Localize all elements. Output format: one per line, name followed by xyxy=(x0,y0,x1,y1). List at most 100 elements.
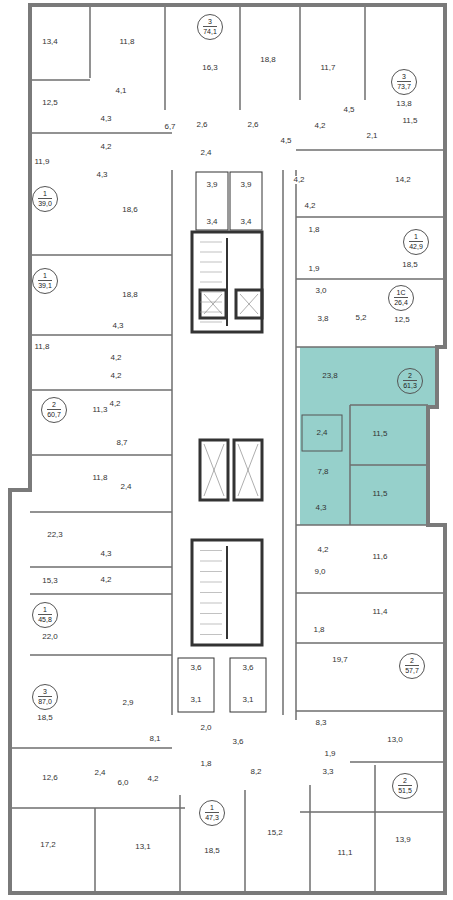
room-count: 1 xyxy=(43,190,47,198)
wall xyxy=(296,524,428,526)
room-area: 3,4 xyxy=(239,218,252,226)
stair-tread xyxy=(200,322,222,323)
room-count: 1 xyxy=(414,233,418,241)
outer-wall xyxy=(10,5,445,893)
room-area: 13,1 xyxy=(134,843,152,851)
wall xyxy=(299,5,301,100)
stair-tread xyxy=(200,252,222,253)
elevator-cross xyxy=(238,444,258,496)
wall xyxy=(296,216,445,218)
wall xyxy=(296,149,445,151)
room-area: 12,5 xyxy=(41,99,59,107)
apartment-badge: 260,7 xyxy=(41,397,67,423)
wall xyxy=(295,170,297,720)
apartment-badge: 142,9 xyxy=(403,229,429,255)
wall xyxy=(296,278,445,280)
apartment-area: 47,3 xyxy=(205,812,219,822)
room-area: 2,4 xyxy=(93,769,106,777)
wall xyxy=(89,5,91,78)
room-area: 4,2 xyxy=(109,372,122,380)
room-area: 4,5 xyxy=(279,137,292,145)
room-area: 18,8 xyxy=(259,56,277,64)
room-area: 3,0 xyxy=(314,287,327,295)
room-area: 16,3 xyxy=(201,64,219,72)
stair-tread xyxy=(200,272,222,273)
room-area: 8,3 xyxy=(314,719,327,727)
room-area: 8,1 xyxy=(148,735,161,743)
room-area: 18,8 xyxy=(121,291,139,299)
stair-outline xyxy=(192,232,262,332)
room-count: 3 xyxy=(208,18,212,26)
room-area: 2,4 xyxy=(199,149,212,157)
wall xyxy=(350,464,428,466)
room-area: 11,5 xyxy=(402,117,419,125)
stair-tread xyxy=(200,613,222,614)
wall xyxy=(30,593,172,595)
room-area: 1,8 xyxy=(312,626,325,634)
wall xyxy=(30,334,172,336)
room-area: 4,1 xyxy=(114,87,127,95)
room-area: 2,6 xyxy=(195,121,208,129)
wall xyxy=(30,389,172,391)
room-area: 4,5 xyxy=(342,106,355,114)
room-area: 18,5 xyxy=(401,261,419,269)
room-count: 2 xyxy=(52,401,56,409)
apartment-area: 57,7 xyxy=(405,665,419,675)
wall xyxy=(171,170,173,715)
room-area: 22,0 xyxy=(41,633,59,641)
elevator-outline xyxy=(236,290,262,318)
wall xyxy=(30,654,172,656)
apartment-area: 39,0 xyxy=(38,198,52,208)
elevator-outline xyxy=(234,440,262,500)
room-area: 3,4 xyxy=(205,218,218,226)
wall xyxy=(364,5,366,100)
elevator-cross xyxy=(204,294,222,314)
room-area: 5,2 xyxy=(354,314,367,322)
wall xyxy=(179,795,181,893)
room-area: 3,6 xyxy=(231,738,244,746)
apartment-area: 42,9 xyxy=(409,241,423,251)
room-area: 11,1 xyxy=(337,849,354,857)
elevator-cross xyxy=(204,444,224,496)
room-area: 4,3 xyxy=(99,550,112,558)
room-area: 2,4 xyxy=(119,483,132,491)
room-area: 14,2 xyxy=(394,176,412,184)
room-area: 2,6 xyxy=(246,121,259,129)
room-area: 4,2 xyxy=(292,176,305,184)
apartment-badge: 373,7 xyxy=(391,69,417,95)
apartment-badge: 387,0 xyxy=(32,684,58,710)
room-area: 9,0 xyxy=(313,568,326,576)
shaft-outline xyxy=(230,172,262,230)
room-count: 3 xyxy=(402,73,406,81)
apartment-area: 61,3 xyxy=(403,380,417,390)
apartment-badge: 251,5 xyxy=(392,773,418,799)
room-area: 11,3 xyxy=(92,406,109,414)
apartment-badge: 145,8 xyxy=(32,602,58,628)
room-count: 2 xyxy=(408,372,412,380)
stair-tread xyxy=(200,242,222,243)
building-core xyxy=(178,172,266,712)
room-area: 3,9 xyxy=(205,181,218,189)
wall xyxy=(30,511,172,513)
room-area: 18,5 xyxy=(203,847,221,855)
room-area: 11,8 xyxy=(92,474,109,482)
room-area: 1,9 xyxy=(323,750,336,758)
shaft-outline xyxy=(196,172,228,230)
room-area: 22,3 xyxy=(46,531,64,539)
wall xyxy=(30,566,172,568)
room-area: 4,2 xyxy=(146,775,159,783)
wall xyxy=(296,346,437,348)
stair-tread xyxy=(200,603,222,604)
stair-tread xyxy=(200,582,222,583)
apartment-area: 26,4 xyxy=(394,297,408,307)
wall xyxy=(30,254,172,256)
room-area: 11,4 xyxy=(372,608,389,616)
apartment-area: 73,7 xyxy=(397,81,411,91)
room-area: 2,9 xyxy=(121,699,134,707)
apartment-area: 39,1 xyxy=(38,280,52,290)
wall xyxy=(10,747,172,749)
room-area: 12,6 xyxy=(41,774,59,782)
stair-tread xyxy=(200,571,222,572)
room-area: 13,0 xyxy=(386,736,404,744)
room-area: 2,0 xyxy=(199,724,212,732)
